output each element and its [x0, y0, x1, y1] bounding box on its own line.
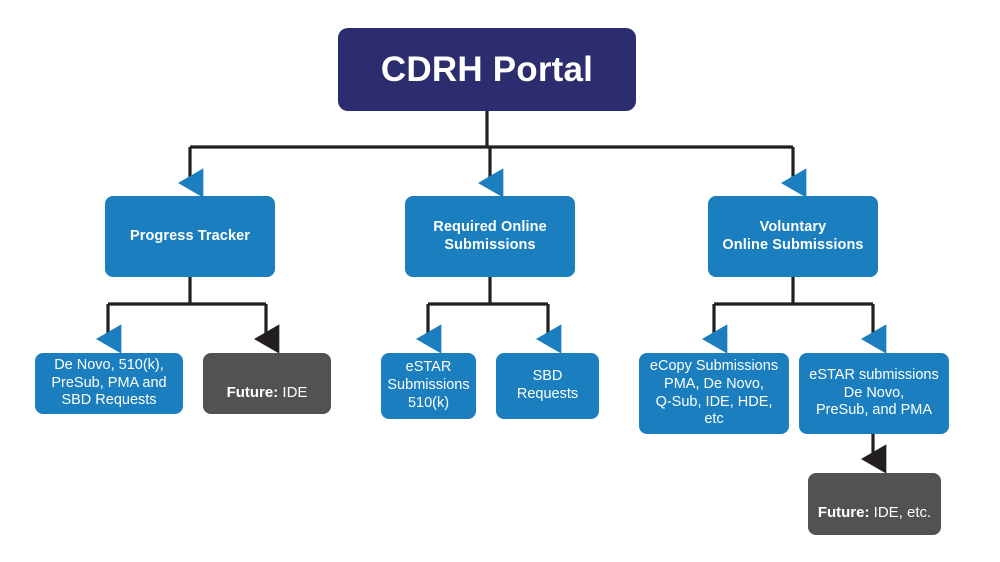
node-estar-submissions-510k-label: eSTAR Submissions 510(k): [387, 359, 470, 411]
node-progress-tracker-label: Progress Tracker: [129, 227, 251, 244]
node-progress-tracker-future[interactable]: Future: IDE: [203, 353, 331, 414]
node-cdrh-portal[interactable]: CDRH Portal: [338, 28, 636, 111]
node-progress-tracker[interactable]: Progress Tracker: [105, 196, 275, 277]
node-sbd-requests-label: SBD Requests: [516, 368, 579, 402]
node-voluntary-online-submissions-label: Voluntary Online Submissions: [722, 218, 864, 253]
node-voluntary-future-label-bold: Future:: [817, 504, 870, 521]
node-progress-tracker-future-label-bold: Future:: [226, 383, 279, 401]
node-progress-tracker-future-label-rest: IDE: [278, 383, 308, 401]
node-required-online-submissions[interactable]: Required Online Submissions: [405, 196, 575, 277]
node-progress-tracker-requests[interactable]: De Novo, 510(k), PreSub, PMA and SBD Req…: [35, 353, 183, 414]
node-voluntary-online-submissions[interactable]: Voluntary Online Submissions: [708, 196, 878, 277]
node-voluntary-future-label-rest: IDE, etc.: [869, 504, 932, 521]
node-ecopy-submissions[interactable]: eCopy Submissions PMA, De Novo, Q-Sub, I…: [639, 353, 789, 434]
node-progress-tracker-requests-label: De Novo, 510(k), PreSub, PMA and SBD Req…: [51, 356, 167, 409]
node-estar-submissions-voluntary[interactable]: eSTAR submissions De Novo, PreSub, and P…: [799, 353, 949, 434]
node-ecopy-submissions-label: eCopy Submissions PMA, De Novo, Q-Sub, I…: [649, 357, 779, 428]
node-sbd-requests[interactable]: SBD Requests: [496, 353, 599, 419]
node-cdrh-portal-label: CDRH Portal: [380, 49, 594, 89]
node-voluntary-future[interactable]: Future: IDE, etc.: [808, 473, 941, 535]
node-estar-submissions-510k[interactable]: eSTAR Submissions 510(k): [381, 353, 476, 419]
node-estar-submissions-voluntary-label: eSTAR submissions De Novo, PreSub, and P…: [809, 366, 939, 419]
node-required-online-submissions-label: Required Online Submissions: [433, 218, 547, 253]
